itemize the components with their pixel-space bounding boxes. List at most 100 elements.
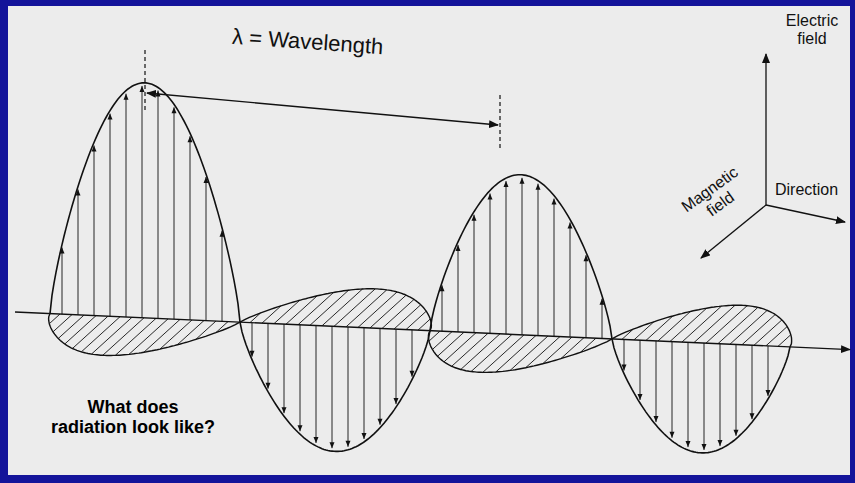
electric-hatch [490, 193, 491, 333]
electric-hatch [688, 342, 689, 447]
magnetic-wave [240, 289, 431, 331]
wavelength-label: λ = Wavelength [231, 25, 384, 60]
magnetic-hatch [658, 311, 690, 340]
magnetic-hatch [406, 311, 426, 329]
electric-hatch [110, 114, 111, 317]
field-arrowhead [378, 419, 383, 425]
wavelength-tick [499, 95, 500, 150]
magnetic-hatch [694, 305, 735, 342]
electric-hatch [538, 184, 539, 336]
electric-hatch [570, 222, 571, 337]
electric-hatch [458, 245, 459, 332]
electric-axis [765, 54, 766, 205]
electric-hatch [348, 327, 349, 447]
magnetic-hatch [561, 338, 584, 359]
field-arrowhead [410, 371, 415, 377]
magnetic-hatch [682, 306, 722, 342]
electric-hatch [222, 231, 223, 322]
magnetic-hatch [461, 334, 500, 370]
magnetic-hatch [53, 315, 72, 332]
field-arrowhead [250, 351, 255, 357]
electric-hatch [78, 189, 79, 314]
field-arrowhead [520, 178, 525, 184]
field-arrowhead [584, 255, 589, 261]
magnetic-hatch [510, 336, 548, 370]
electric-hatch [380, 328, 381, 424]
field-arrowhead [488, 193, 493, 199]
magnetic-hatch [580, 338, 596, 352]
magnetic-hatch [115, 318, 156, 355]
field-arrowhead [638, 394, 643, 400]
electric-hatch [332, 326, 333, 448]
field-arrowhead [654, 416, 659, 422]
magnetic-hatch [432, 332, 452, 350]
magnetic-hatch [742, 315, 775, 345]
field-arrowhead [282, 407, 287, 413]
electric-hatch [94, 145, 95, 315]
field-arrowhead [188, 136, 193, 142]
field-arrowhead [568, 222, 573, 228]
electric-hatch [736, 344, 737, 435]
field-arrowhead [440, 285, 445, 291]
magnetic-hatch [58, 315, 84, 338]
field-arrowhead [140, 86, 145, 92]
electric-hatch [522, 178, 523, 335]
field-arrowhead [60, 248, 65, 254]
magnetic-hatch [778, 335, 791, 347]
magnetic-hatch [346, 290, 387, 327]
field-arrowhead [456, 245, 461, 251]
magnetic-hatch [91, 317, 132, 354]
magnetic-hatch [646, 316, 673, 340]
electric-hatch [174, 107, 175, 319]
electric-hatch [720, 344, 721, 446]
magnetic-hatch [160, 320, 192, 349]
magnetic-hatch [754, 320, 782, 345]
field-arrowhead [536, 184, 541, 190]
field-arrowhead [204, 177, 209, 183]
magnetic-hatch [81, 317, 120, 352]
magnetic-hatch [216, 322, 228, 333]
field-arrowhead [750, 413, 755, 419]
field-arrowhead [622, 365, 627, 371]
field-arrowhead [92, 145, 97, 151]
field-arrowhead [330, 442, 335, 448]
magnetic-hatch [438, 332, 464, 356]
magnetic-hatch [622, 329, 633, 339]
electric-wave [612, 339, 790, 453]
magnetic-hatch [49, 314, 60, 324]
electric-hatch [554, 199, 555, 337]
electric-hatch [316, 326, 317, 443]
magnetic-wave [612, 305, 792, 347]
magnetic-hatch [65, 316, 96, 344]
electric-wave [240, 322, 430, 451]
magnetic-hatch [358, 292, 397, 327]
electric-hatch [442, 285, 443, 331]
magnetic-hatch [634, 322, 654, 340]
electric-hatch [752, 345, 753, 419]
magnetic-hatch [471, 334, 512, 371]
electric-wave [430, 175, 612, 339]
electric-hatch [656, 341, 657, 422]
field-arrowhead [504, 181, 509, 187]
field-arrowhead [266, 383, 271, 389]
magnetic-hatch [418, 319, 430, 330]
electric-hatch [506, 181, 507, 334]
magnetic-hatch [129, 319, 168, 354]
electric-hatch [284, 324, 285, 413]
magnetic-hatch [444, 333, 476, 362]
magnetic-hatch [250, 313, 261, 323]
axis-label: Magnetic field [674, 160, 756, 233]
magnetic-hatch [718, 307, 758, 343]
magnetic-hatch [483, 335, 524, 372]
field-arrowhead [600, 299, 605, 305]
field-arrowhead [362, 433, 367, 439]
electric-hatch [300, 325, 301, 431]
electric-hatch [640, 340, 641, 400]
magnetic-hatch [196, 321, 216, 339]
electric-hatch [62, 248, 63, 315]
electric-wave [50, 83, 240, 322]
magnetic-hatch [706, 306, 747, 343]
magnetic-wave [49, 314, 240, 356]
electric-hatch [126, 94, 127, 317]
